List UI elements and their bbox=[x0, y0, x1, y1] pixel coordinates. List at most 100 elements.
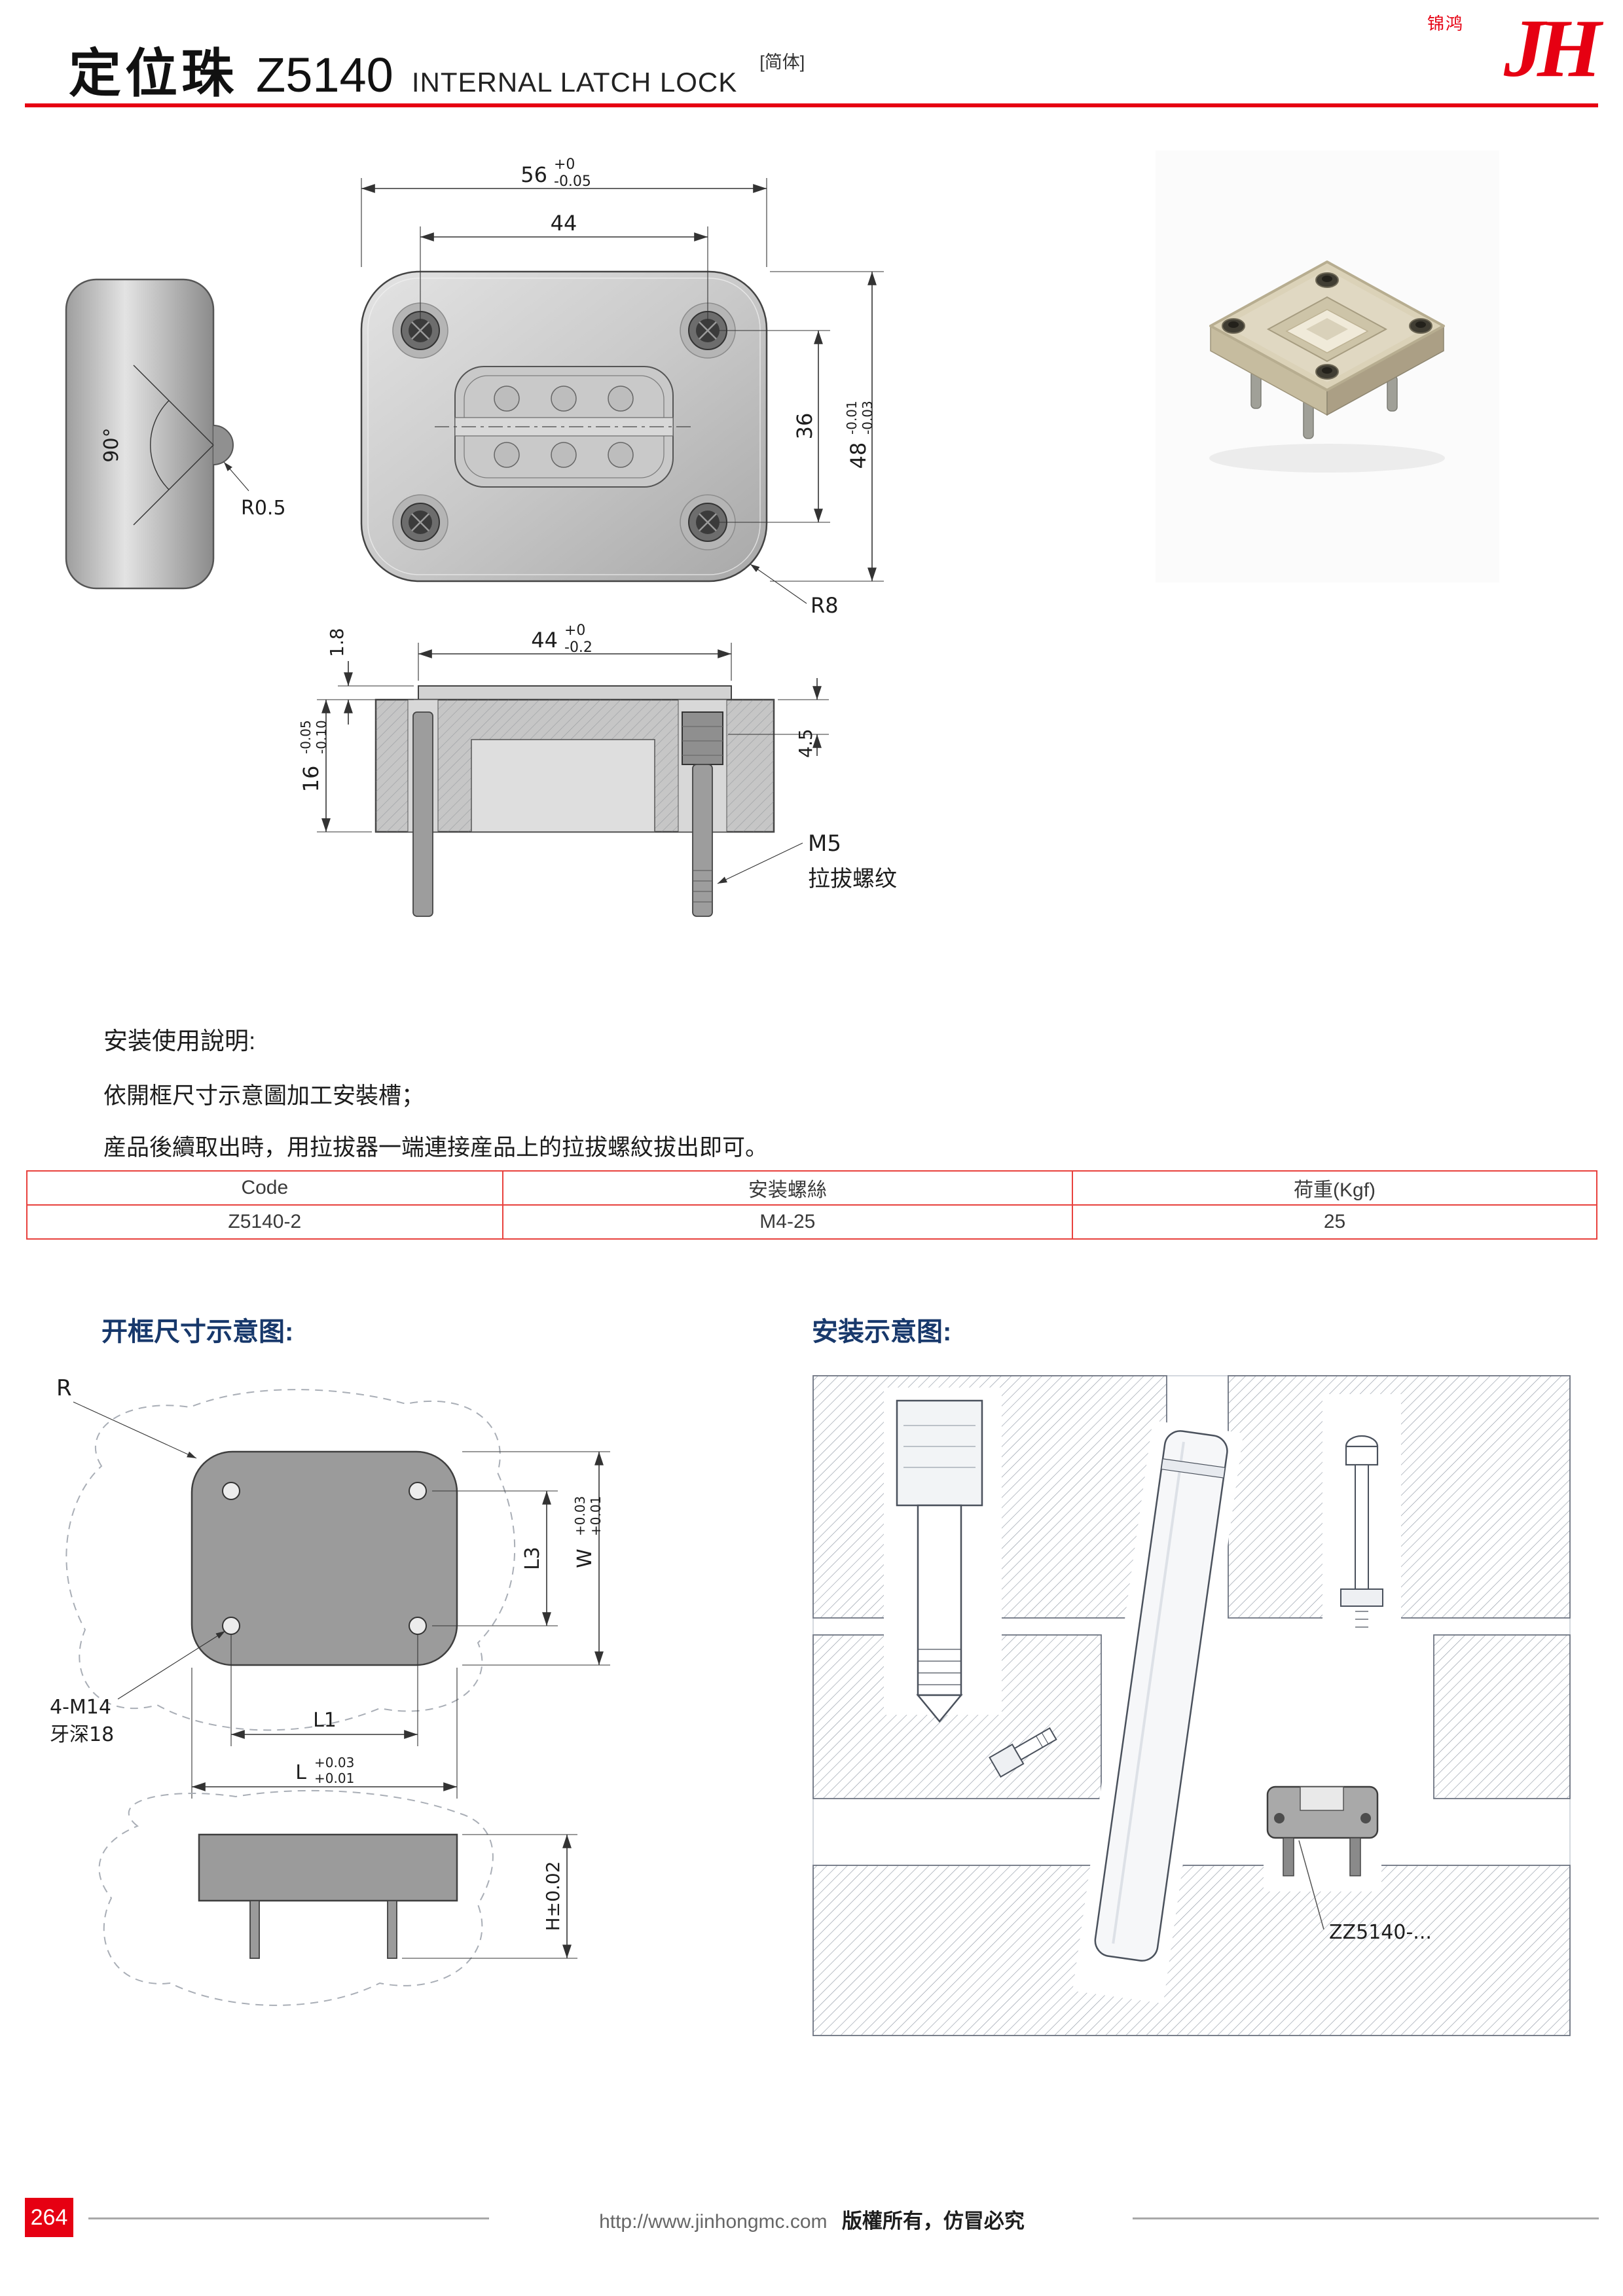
angle-pin bbox=[1094, 1430, 1228, 1962]
dim-4-5: 4.5 bbox=[795, 728, 816, 758]
dim-56-tol-upper: +0 bbox=[554, 156, 575, 173]
tap-hole-2 bbox=[409, 1482, 427, 1500]
dim-l-tol-upper: +0.03 bbox=[314, 1755, 354, 1770]
dim-h: H±0.02 bbox=[542, 1861, 564, 1931]
pocket-diagram-title: 开框尺寸示意图: bbox=[101, 1318, 294, 1346]
instructions-title: 安装使用說明: bbox=[103, 1028, 256, 1054]
screw-top-left bbox=[392, 302, 448, 359]
page-title-cn: 定位珠 bbox=[69, 45, 238, 103]
dim-48: 48 bbox=[846, 442, 871, 469]
footer-notice: 版權所有，仿冒必究 bbox=[841, 2210, 1025, 2233]
pocket-side-view bbox=[198, 1833, 458, 1902]
technical-drawing: 90° R0.5 bbox=[65, 156, 897, 917]
table-row: Z5140-2 M4-25 25 bbox=[26, 1204, 1597, 1240]
latch-ball bbox=[213, 425, 234, 465]
cap-screw bbox=[896, 1399, 983, 1723]
mold-plate-outline-side bbox=[98, 1789, 494, 2006]
header-rule bbox=[25, 103, 1598, 107]
section-view-dimensions: 1.8 44 +0 -0.2 4.5 16 -0.05 -0.10 M5 拉拔螺… bbox=[298, 622, 897, 892]
screw-bottom-right bbox=[680, 494, 736, 550]
screw-bottom-left bbox=[392, 494, 448, 550]
product-photo bbox=[1156, 151, 1499, 583]
top-view-dimensions: 56 +0 -0.05 44 36 48 -0.01 -0.03 R8 bbox=[361, 156, 884, 618]
thread-note-label: 拉拔螺纹 bbox=[808, 866, 897, 892]
dim-l: L bbox=[295, 1761, 306, 1784]
radius-label: R bbox=[56, 1375, 72, 1401]
latch-lock-part bbox=[1266, 1785, 1379, 1876]
part-ref-label: ZZ5140-... bbox=[1329, 1921, 1432, 1944]
logo-jh-text: JH bbox=[1503, 3, 1601, 94]
instructions: 安装使用說明: 依開框尺寸示意圖加工安裝槽； 産品後續取出時，用拉拔器一端連接産… bbox=[103, 1021, 768, 1181]
pull-pin bbox=[1340, 1435, 1383, 1628]
pocket-dimension-diagram: R L3 W +0.03 +0.01 4-M14 牙深18 L1 L +0.03… bbox=[50, 1375, 610, 2006]
dim-44b-tol-lower: -0.2 bbox=[564, 639, 593, 656]
language-tag: [简体] bbox=[759, 52, 805, 72]
dim-44b-tol-upper: +0 bbox=[564, 622, 585, 639]
angle-dim-label: 90° bbox=[100, 427, 123, 462]
col-header-load: 荷重(Kgf) bbox=[1072, 1170, 1597, 1206]
dim-16-tol-lower: -0.10 bbox=[314, 720, 329, 754]
dim-56-tol-lower: -0.05 bbox=[554, 173, 591, 190]
col-header-screw: 安装螺絲 bbox=[501, 1170, 1074, 1206]
section-view-drawing bbox=[374, 685, 775, 917]
small-screw bbox=[989, 1727, 1057, 1778]
install-diagram-title: 安装示意图: bbox=[812, 1318, 952, 1346]
dim-44: 44 bbox=[551, 211, 577, 236]
dim-56: 56 bbox=[520, 162, 547, 187]
tap-hole-3 bbox=[222, 1617, 240, 1635]
col-header-code: Code bbox=[26, 1170, 503, 1206]
footer-rule-left bbox=[88, 2217, 489, 2219]
radius-dim-label: R0.5 bbox=[241, 497, 286, 520]
dim-16: 16 bbox=[299, 766, 323, 793]
photo-screw-4 bbox=[1222, 318, 1245, 334]
installation-diagram: ZZ5140-... bbox=[812, 1375, 1571, 2036]
dim-44b: 44 bbox=[531, 628, 558, 653]
tap-hole-1 bbox=[222, 1482, 240, 1500]
company-logo: 锦鸿 JH bbox=[1423, 3, 1601, 103]
pocket-shape bbox=[191, 1450, 458, 1666]
dim-w-tol-lower: +0.01 bbox=[588, 1496, 604, 1536]
page-title-en: INTERNAL LATCH LOCK bbox=[411, 67, 738, 98]
pull-pin-left bbox=[412, 711, 433, 917]
dim-16-tol-upper: -0.05 bbox=[298, 720, 314, 754]
spec-table: Code 安装螺絲 荷重(Kgf) Z5140-2 M4-25 25 bbox=[26, 1170, 1597, 1240]
dim-r8: R8 bbox=[811, 593, 839, 618]
dim-w: W bbox=[574, 1549, 596, 1568]
tap-hole-4 bbox=[409, 1617, 427, 1635]
cell-code: Z5140-2 bbox=[26, 1204, 503, 1240]
cell-load: 25 bbox=[1072, 1204, 1597, 1240]
dim-48-tol-lower: -0.03 bbox=[860, 401, 875, 435]
dim-36: 36 bbox=[792, 413, 817, 440]
pull-screw-shaft bbox=[692, 764, 713, 917]
pocket-pin-2 bbox=[387, 1900, 397, 1959]
dim-l3: L3 bbox=[521, 1547, 544, 1570]
page-header: 定位珠 Z5140 INTERNAL LATCH LOCK [简体] bbox=[69, 31, 805, 107]
page-number: 264 bbox=[25, 2198, 73, 2237]
title-row: 定位珠 Z5140 INTERNAL LATCH LOCK [简体] bbox=[69, 31, 805, 107]
instructions-line-1: 依開框尺寸示意圖加工安裝槽； bbox=[103, 1083, 425, 1109]
mold-plate-outline bbox=[65, 1389, 516, 1731]
footer-text: http://www.jinhongmc.com 版權所有，仿冒必究 bbox=[491, 2204, 1133, 2234]
logo-cn-text: 锦鸿 bbox=[1427, 14, 1465, 33]
tap-note-1: 4-M14 bbox=[50, 1696, 111, 1719]
cell-screw: M4-25 bbox=[501, 1204, 1074, 1240]
dim-1-8: 1.8 bbox=[326, 628, 348, 657]
table-header-row: Code 安装螺絲 荷重(Kgf) bbox=[26, 1170, 1597, 1206]
tap-note-2: 牙深18 bbox=[50, 1723, 114, 1746]
dim-48-tol-upper: -0.01 bbox=[844, 401, 860, 435]
footer-rule-right bbox=[1133, 2217, 1599, 2219]
photo-screw-2 bbox=[1409, 318, 1432, 334]
side-view-drawing: 90° R0.5 bbox=[65, 278, 286, 590]
dim-w-tol-upper: +0.03 bbox=[572, 1496, 588, 1536]
instructions-line-2: 産品後續取出時，用拉拔器一端連接産品上的拉拔螺紋拔出即可。 bbox=[103, 1135, 769, 1160]
footer-url: http://www.jinhongmc.com bbox=[599, 2211, 828, 2233]
photo-screw-3 bbox=[1315, 364, 1339, 380]
photo-screw-1 bbox=[1315, 272, 1339, 288]
screw-head-section bbox=[682, 711, 723, 765]
dim-l1: L1 bbox=[313, 1709, 337, 1732]
product-code: Z5140 bbox=[256, 48, 393, 102]
top-view-drawing bbox=[360, 270, 768, 583]
pocket-pin-1 bbox=[249, 1900, 260, 1959]
thread-label: M5 bbox=[808, 831, 841, 857]
dim-l-tol-lower: +0.01 bbox=[314, 1770, 354, 1786]
